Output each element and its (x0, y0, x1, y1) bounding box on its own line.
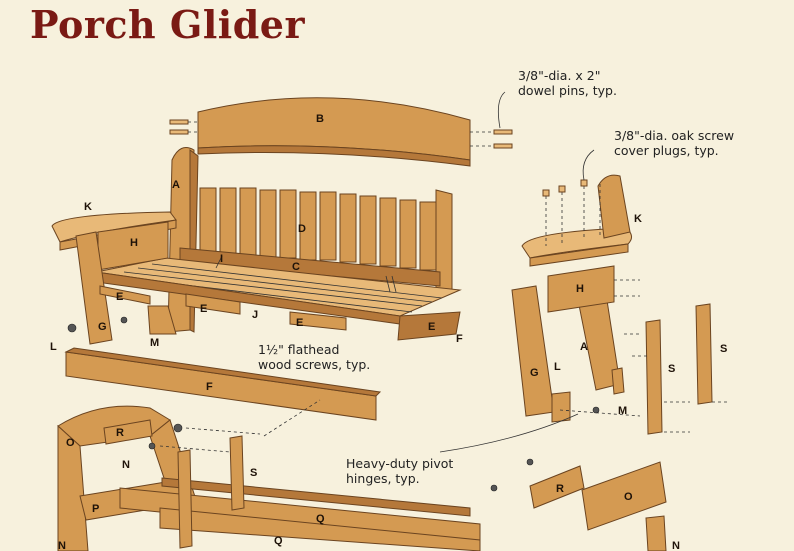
label-part-n-bottom: N (58, 540, 66, 551)
part-e-left-blocks (99, 285, 241, 335)
callout-wood-screws: 1½" flathead wood screws, typ. (258, 342, 371, 372)
label-part-l-right: L (554, 361, 561, 373)
label-part-d: D (298, 223, 306, 235)
label-part-a: A (172, 179, 180, 191)
pivot-hardware (148, 399, 579, 453)
part-m-right-block (611, 367, 625, 395)
callout-screw-plugs: 3/8"-dia. oak screw cover plugs, typ. (614, 128, 735, 158)
label-part-k: K (84, 201, 92, 213)
screw-plugs (542, 149, 601, 246)
label-part-f-2: F (206, 381, 213, 393)
label-part-k-right: K (634, 213, 642, 225)
label-part-f-1: F (456, 333, 463, 345)
part-o-right-base-end (581, 461, 667, 551)
callout-dowel-pins: 3/8"-dia. x 2" dowel pins, typ. (518, 68, 617, 98)
part-f-front-rail (64, 347, 382, 421)
part-e-right-blocks (289, 311, 461, 341)
part-b-top-rail (197, 97, 471, 167)
part-l-right-block (551, 391, 571, 423)
label-part-o-right: O (624, 491, 633, 503)
screws-right (490, 279, 730, 492)
label-part-c: C (292, 261, 300, 273)
part-d-back-slats (199, 187, 437, 271)
label-part-m: M (150, 337, 159, 349)
part-s-hanger-arms-right (645, 303, 713, 435)
callout-pivot-hinges: Heavy-duty pivot hinges, typ. (346, 456, 454, 486)
label-part-e-1: E (116, 291, 123, 303)
label-part-p: P (92, 503, 99, 515)
label-part-q-1: Q (316, 513, 325, 525)
label-part-h: H (130, 237, 138, 249)
label-part-j: J (252, 309, 258, 321)
label-part-n: N (122, 459, 130, 471)
label-part-l: L (50, 341, 57, 353)
label-part-r: R (116, 427, 124, 439)
label-part-o: O (66, 437, 75, 449)
label-part-e-3: E (296, 317, 303, 329)
part-g-left-front-leg (75, 231, 113, 345)
label-part-h-right: H (576, 283, 584, 295)
label-part-e-4: E (428, 321, 435, 333)
part-h-right-arm-support (547, 265, 615, 313)
label-part-s: S (250, 467, 257, 479)
label-part-r-right: R (556, 483, 564, 495)
dowel-pins (169, 91, 513, 149)
label-part-q-2: Q (274, 535, 283, 547)
label-part-s-right-1: S (668, 363, 675, 375)
page-title: Porch Glider (30, 2, 306, 47)
label-part-g-right: G (530, 367, 539, 379)
label-part-b: B (316, 113, 324, 125)
label-part-n-right: N (672, 540, 680, 551)
label-part-g: G (98, 321, 107, 333)
label-part-s-right-2: S (720, 343, 727, 355)
part-r-blocks (103, 419, 585, 509)
label-part-a-right: A (580, 341, 588, 353)
screws-left (67, 255, 397, 333)
label-part-e-2: E (200, 303, 207, 315)
part-c-seat-rail (179, 247, 441, 287)
label-part-m-right: M (618, 405, 627, 417)
part-s-hanger-arms-left (177, 435, 245, 549)
label-part-i: I (220, 253, 223, 265)
